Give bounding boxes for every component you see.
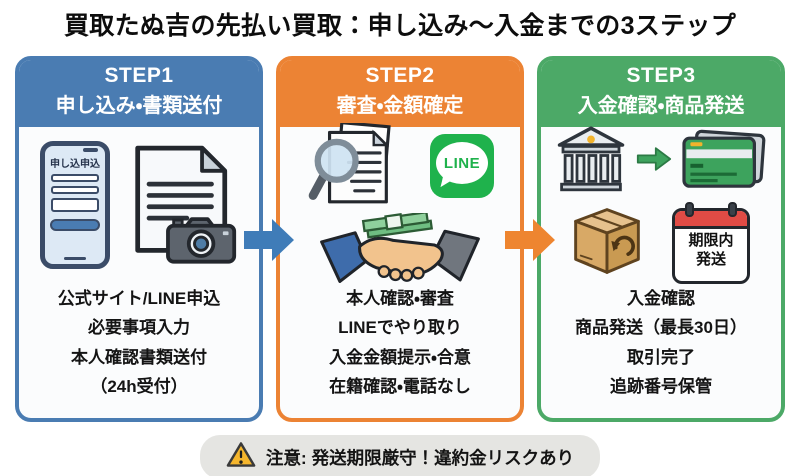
- phone-form-field: [51, 198, 99, 213]
- line-speech-bubble: LINE: [436, 142, 488, 185]
- step1-line-4: （24h受付）: [90, 376, 188, 396]
- step3-description: 入金確認 商品発送（最長30日） 取引完了 追跡番号保管: [541, 284, 781, 401]
- step3-icons-top-row: [556, 126, 766, 197]
- step1-icons: 申し込申込: [19, 127, 259, 283]
- phone-submit-button: [50, 219, 100, 232]
- calendar-pin: [728, 202, 737, 218]
- step1-title: 申し込み・書類送付: [55, 95, 223, 118]
- transfer-arrow-icon: [636, 146, 672, 177]
- step2-line-1: 本人確認・審査: [346, 289, 454, 309]
- document-camera-icon: [132, 142, 238, 269]
- page-title: 買取たぬ吉の先払い買取：申し込み〜入金までの3ステップ: [63, 12, 736, 40]
- handshake-money-icon: [312, 210, 488, 288]
- document-search-icon: [306, 120, 402, 210]
- line-logo-text: LINE: [443, 154, 481, 172]
- smartphone-form-icon: 申し込申込: [40, 141, 110, 270]
- footer-note: 注意: 発送期限厳守！違約金リスクあり: [199, 435, 601, 476]
- step2-line-3: 入金金額提示・合意: [329, 347, 471, 367]
- step2-line-4: 在籍確認・電話なし: [329, 376, 471, 396]
- calendar-body: 期限内 発送: [672, 208, 750, 285]
- calendar-text: 期限内 発送: [675, 232, 747, 270]
- step1-to-step2-arrow-icon: [242, 217, 296, 263]
- step1-label: STEP1: [104, 64, 174, 88]
- step1-card: STEP1 申し込み・書類送付 申し込申込: [15, 56, 263, 423]
- step2-label: STEP2: [365, 64, 435, 88]
- step2-title: 審査・金額確定: [336, 95, 464, 118]
- bank-icon: [556, 126, 626, 197]
- step2-description: 本人確認・審査 LINEでやり取り 入金金額提示・合意 在籍確認・電話なし: [280, 284, 520, 401]
- calendar-pin: [685, 202, 694, 218]
- step3-icons-bottom-row: 期限内 発送: [572, 202, 750, 285]
- step2-card: STEP2 審査・金額確定: [276, 56, 524, 423]
- step2-to-step3-arrow-icon: [503, 217, 557, 263]
- cash-card-icon: [682, 127, 766, 196]
- phone-form-field: [51, 174, 99, 183]
- step3-line-2: 商品発送（最長30日）: [575, 318, 747, 338]
- line-app-icon: LINE: [430, 134, 494, 199]
- step3-title: 入金確認・商品発送: [577, 95, 745, 118]
- step3-label: STEP3: [626, 64, 696, 88]
- step3-card: STEP3 入金確認・商品発送: [537, 56, 785, 423]
- phone-form-field: [51, 186, 99, 195]
- footer-note-text: 注意: 発送期限厳守！違約金リスクあり: [265, 447, 575, 468]
- shipping-deadline-calendar-icon: 期限内 発送: [672, 202, 750, 285]
- steps-row: STEP1 申し込み・書類送付 申し込申込: [0, 56, 800, 423]
- phone-screen-title: 申し込申込: [50, 159, 100, 171]
- warning-icon: [226, 441, 256, 473]
- step3-line-3: 取引完了: [627, 347, 695, 367]
- phone-home-bar: [64, 257, 86, 261]
- step1-line-1: 公式サイト/LINE申込: [57, 289, 221, 309]
- phone-notch: [83, 148, 98, 153]
- step3-line-4: 追跡番号保管: [610, 376, 712, 396]
- step3-icons: 期限内 発送: [541, 126, 781, 285]
- step1-line-2: 必要事項入力: [88, 318, 190, 338]
- step3-line-1: 入金確認: [627, 289, 695, 309]
- step2-header: STEP2 審査・金額確定: [280, 60, 520, 128]
- step2-icons: LINE: [280, 120, 520, 283]
- package-box-icon: [572, 207, 642, 280]
- step3-header: STEP3 入金確認・商品発送: [541, 60, 781, 128]
- step1-description: 公式サイト/LINE申込 必要事項入力 本人確認書類送付 （24h受付）: [19, 284, 259, 401]
- calendar-text-line-1: 期限内: [688, 232, 734, 250]
- step1-line-3: 本人確認書類送付: [71, 347, 207, 367]
- step2-line-2: LINEでやり取り: [338, 318, 462, 338]
- calendar-text-line-2: 発送: [695, 251, 726, 268]
- step1-header: STEP1 申し込み・書類送付: [19, 60, 259, 128]
- step2-icons-top-row: LINE: [306, 120, 494, 210]
